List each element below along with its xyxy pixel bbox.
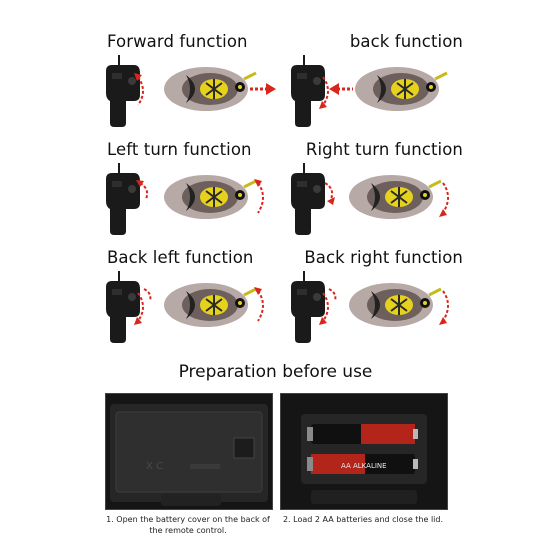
back-illustration xyxy=(285,55,465,127)
back-left-function-title: Back left function xyxy=(107,248,254,267)
back-left-illustration xyxy=(100,271,280,343)
back-right-illustration xyxy=(285,271,465,343)
svg-text:X C: X C xyxy=(146,461,163,472)
backward-arrow-icon xyxy=(329,83,339,95)
battery-label: AA ALKALINE xyxy=(341,462,387,470)
right-turn-arrow-icon xyxy=(439,209,447,217)
back-right-arrow-icon xyxy=(439,317,447,325)
back-right-function-title: Back right function xyxy=(304,248,463,267)
right-turn-illustration xyxy=(285,163,465,235)
forward-arrow-icon xyxy=(266,83,276,95)
back-left-arrow-icon xyxy=(254,287,262,295)
forward-function-title: Forward function xyxy=(107,32,248,51)
right-turn-function-title: Right turn function xyxy=(305,140,463,159)
back-function-title: back function xyxy=(349,32,463,51)
step1-caption: 1. Open the battery cover on the back of… xyxy=(106,515,270,535)
battery-cover-photo: X C xyxy=(105,393,273,510)
preparation-title: Preparation before use xyxy=(178,362,373,382)
left-turn-illustration xyxy=(100,163,280,235)
left-turn-arrow-icon xyxy=(254,179,262,187)
left-turn-function-title: Left turn function xyxy=(107,140,252,159)
forward-illustration xyxy=(100,55,280,127)
step2-caption: 2. Load 2 AA batteries and close the lid… xyxy=(282,515,444,524)
battery-compartment-photo: AA ALKALINE xyxy=(280,393,448,510)
